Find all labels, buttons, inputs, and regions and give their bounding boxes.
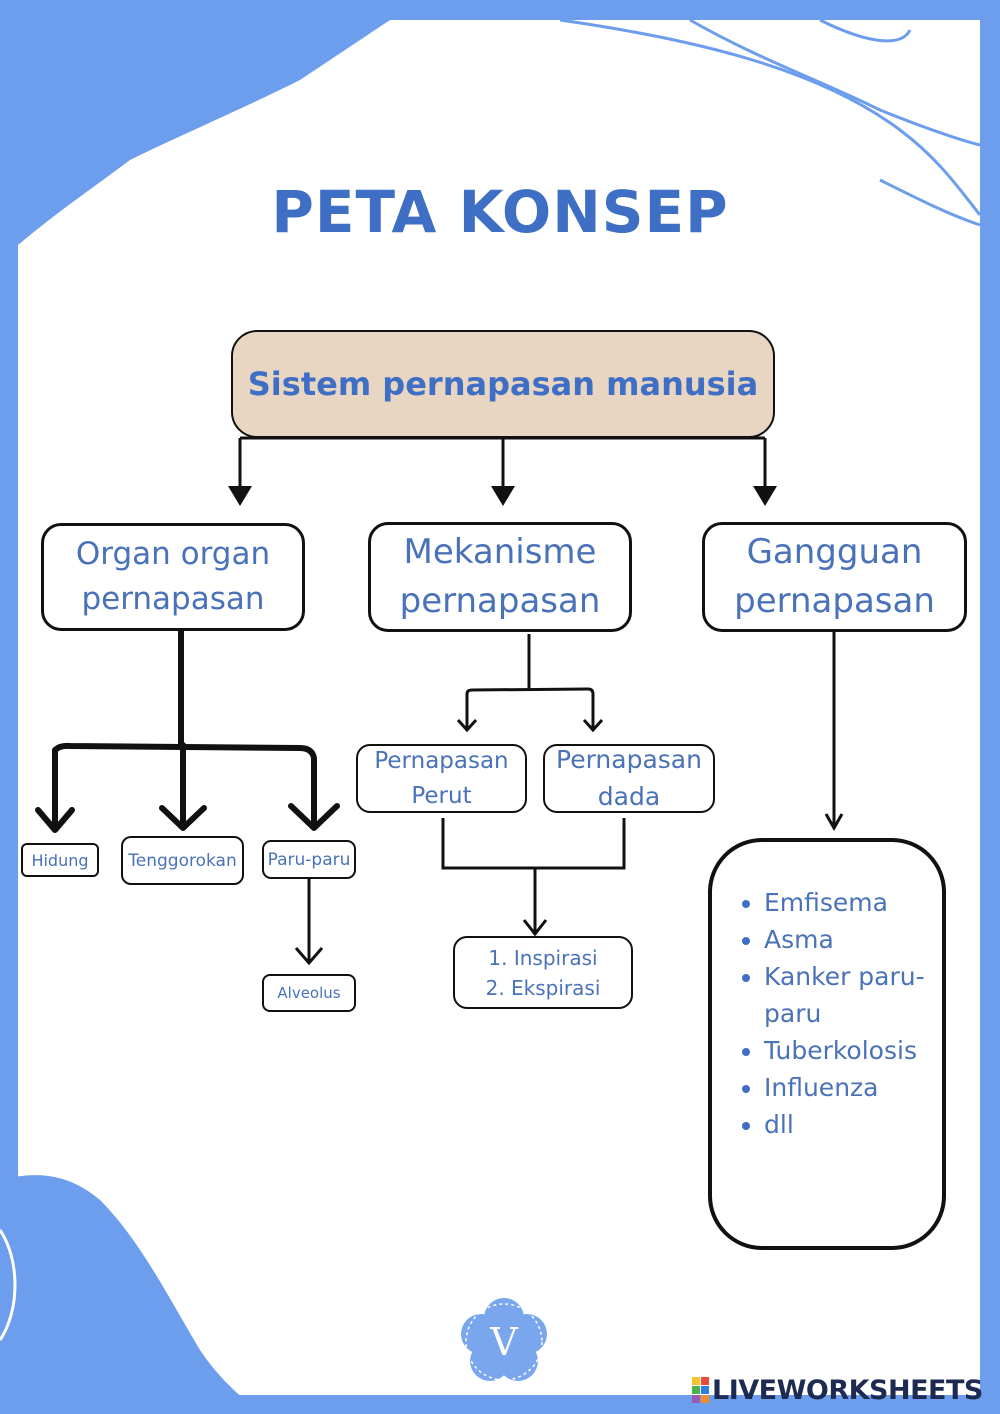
- pernapasan-dada-label: Pernapasan dada: [556, 745, 702, 811]
- arrow-heads-root: [228, 486, 777, 506]
- page-title: PETA KONSEP: [271, 178, 729, 246]
- flower-badge-letter: V: [490, 1320, 518, 1364]
- gangguan-pernapasan-label: Gangguan pernapasan: [734, 531, 935, 621]
- list-item: Asma: [764, 921, 932, 958]
- mekanisme-connectors: [441, 634, 626, 937]
- result-line-2: 2. Ekspirasi: [485, 975, 601, 1000]
- flower-badge: [461, 1298, 547, 1381]
- inspirasi-ekspirasi-box: 1. Inspirasi 2. Ekspirasi: [453, 936, 633, 1009]
- pernapasan-perut-label: Pernapasan Perut: [374, 748, 509, 809]
- alveolus-box: Alveolus: [262, 974, 356, 1012]
- root-concept-box: Sistem pernapasan manusia: [231, 330, 775, 438]
- gangguan-list: Emfisema Asma Kanker paru-paru Tuberkolo…: [712, 842, 942, 1143]
- watermark-text: LIVEWORKSHEETS: [712, 1374, 983, 1406]
- connector-lines: [238, 436, 767, 488]
- hidung-box: Hidung: [21, 843, 99, 877]
- mekanisme-pernapasan-box: Mekanisme pernapasan: [368, 522, 632, 632]
- organ-pernapasan-box: Organ organ pernapasan: [41, 523, 305, 631]
- bottom-left-blob: [0, 1175, 260, 1414]
- gangguan-list-box: Emfisema Asma Kanker paru-paru Tuberkolo…: [708, 838, 946, 1250]
- list-item: Emfisema: [764, 884, 932, 921]
- result-line-1: 1. Inspirasi: [488, 945, 598, 970]
- top-left-wave: [0, 0, 420, 245]
- list-item: Kanker paru-paru: [764, 958, 932, 1032]
- liveworksheets-logo-icon: [692, 1377, 709, 1403]
- liveworksheets-watermark: LIVEWORKSHEETS: [692, 1374, 992, 1406]
- organ-connectors: [35, 627, 340, 833]
- organ-pernapasan-label: Organ organ pernapasan: [75, 536, 271, 617]
- pernapasan-perut-box: Pernapasan Perut: [356, 744, 527, 813]
- mekanisme-pernapasan-label: Mekanisme pernapasan: [399, 531, 601, 621]
- list-item: Influenza: [764, 1069, 932, 1106]
- list-item: dll: [764, 1106, 932, 1143]
- gangguan-connector: [824, 632, 844, 832]
- tenggorokan-box: Tenggorokan: [121, 836, 244, 885]
- pernapasan-dada-box: Pernapasan dada: [543, 744, 715, 813]
- paru-alveolus-connector: [294, 878, 324, 966]
- paru-paru-box: Paru-paru: [262, 840, 356, 879]
- top-right-wave-lines: [559, 18, 982, 216]
- list-item: Tuberkolosis: [764, 1032, 932, 1069]
- gangguan-pernapasan-box: Gangguan pernapasan: [702, 522, 967, 632]
